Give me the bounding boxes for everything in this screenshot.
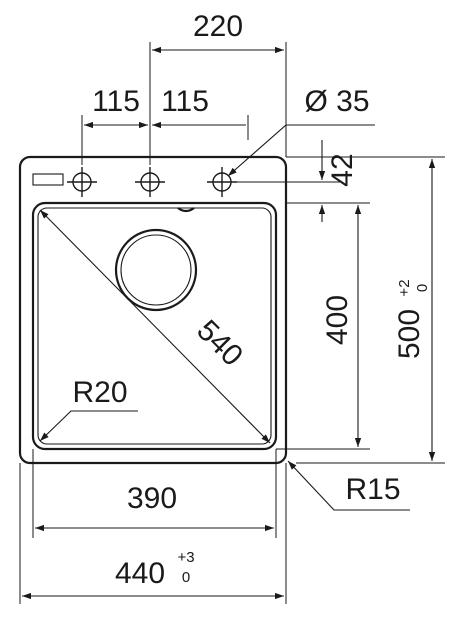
dim-label-390: 390	[127, 482, 177, 515]
sink-outer-outline	[18, 155, 288, 465]
drain-inner-circle	[120, 234, 192, 306]
dim-tol-lower-500: 0	[414, 284, 431, 292]
bowl-inner-outline	[37, 207, 272, 445]
dim-label-r20: R20	[72, 376, 127, 409]
dim-label-500: 500 +2 0	[393, 279, 431, 359]
drain-outer-circle	[114, 228, 198, 312]
tap-hole-left	[67, 167, 97, 197]
dim-tol-upper-440: +3	[177, 549, 194, 566]
dim-label-440: 440 +3 0	[115, 549, 195, 590]
bowl-outline	[31, 201, 278, 451]
dim-tol-upper-500: +2	[396, 279, 413, 296]
leader-r15	[287, 460, 410, 511]
dim-label-400: 400	[321, 295, 354, 345]
dim-label-540: 540	[190, 314, 249, 373]
dim-label-115-left: 115	[92, 85, 140, 118]
dim-value-440: 440	[115, 557, 165, 590]
leader-diameter-35	[227, 124, 375, 177]
leader-r20	[39, 410, 138, 442]
accessory-slot	[32, 173, 64, 186]
dim-label-diameter-35: Ø 35	[304, 85, 369, 118]
dim-label-115-right: 115	[161, 85, 209, 118]
dim-tol-lower-440: 0	[182, 569, 190, 586]
dim-value-500: 500	[393, 309, 426, 359]
dim-line-540	[39, 209, 271, 444]
dim-label-42: 42	[326, 153, 359, 186]
tap-hole-center	[135, 167, 165, 197]
dim-label-220: 220	[193, 10, 243, 43]
dim-label-r15: R15	[345, 473, 400, 506]
